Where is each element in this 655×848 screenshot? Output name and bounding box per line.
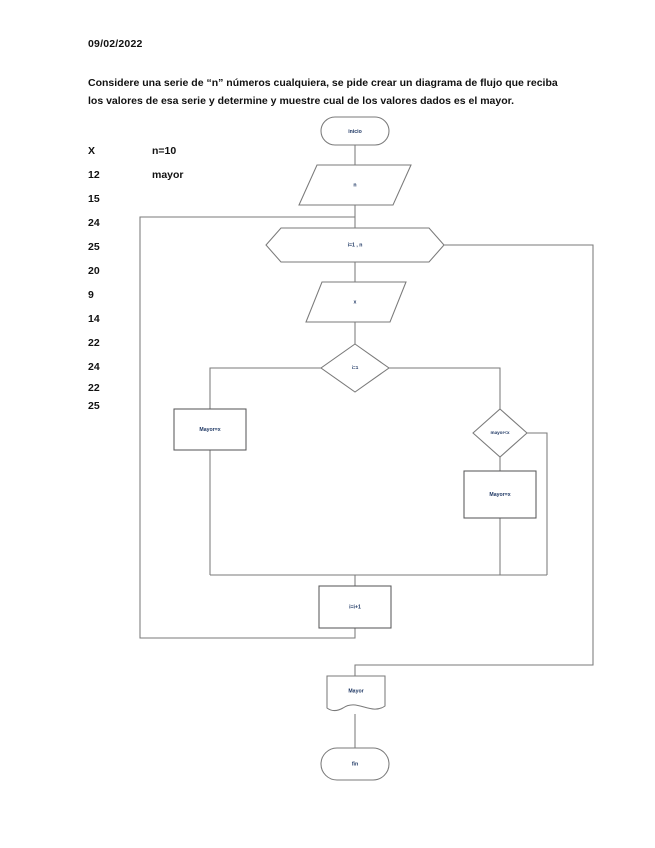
flow-node-assign-new: Mayor=x [463,470,537,519]
data-cell: 24 [88,361,100,373]
data-cell: 15 [88,193,100,205]
data-cell: 22 [88,337,100,349]
data-cell: 22 [88,382,100,394]
data-column-header: X [88,145,96,157]
flow-node-start-label: inicio [348,129,362,135]
flow-node-check-first-label: i=1 [352,365,359,370]
data-cell: 20 [88,265,100,277]
variable-mayor: mayor [152,169,184,181]
flow-node-output: Mayor [326,675,386,712]
variable-n: n=10 [152,145,177,157]
flow-node-compare-label: mayor<x [490,430,509,435]
flow-node-increment: i=i+1 [318,585,392,629]
data-cell: 25 [88,241,100,253]
document-intro-paragraph: Considere una serie de “n” números cualq… [88,77,558,108]
flow-node-loop-label: i=1 , n [348,242,363,248]
data-cell: 25 [88,400,100,412]
flow-node-assign-new-label: Mayor=x [489,492,510,498]
variable-annotations: n=10 mayor [152,139,184,187]
flow-node-output-label: Mayor [348,688,363,694]
flow-node-read-n: n [298,164,412,206]
data-cell: 9 [88,289,94,301]
document-date: 09/02/2022 [88,38,143,50]
flow-node-increment-label: i=i+1 [349,604,361,610]
flow-node-read-x: x [305,281,407,323]
flow-node-assign-first: Mayor=x [173,408,247,451]
data-cell: 12 [88,169,100,181]
flow-node-read-x-label: x [354,299,357,305]
flow-node-compare: mayor<x [472,408,528,458]
data-cell: 24 [88,217,100,229]
data-cell: 14 [88,313,100,325]
flow-node-end-label: fin [352,761,358,767]
flow-node-assign-first-label: Mayor=x [199,427,220,433]
flow-node-end: fin [320,747,390,781]
data-column-x: X 12 15 24 25 20 9 14 22 24 22 25 [88,139,148,415]
flow-node-start: inicio [320,116,390,146]
flow-node-read-n-label: n [353,182,356,188]
flow-node-loop: i=1 , n [265,227,445,263]
flow-node-check-first: i=1 [320,343,390,393]
